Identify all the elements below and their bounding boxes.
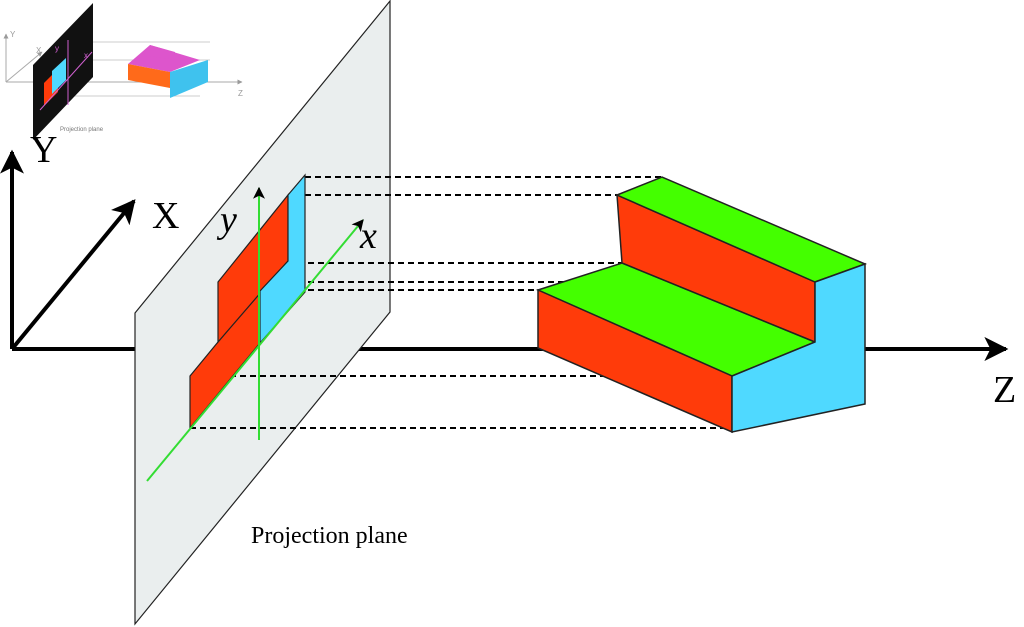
thumb-object-top — [128, 45, 200, 72]
stepped-object — [535, 176, 868, 434]
thumb-image-side — [52, 58, 66, 94]
label-axis-x: X — [152, 195, 179, 237]
thumb-x-axis — [5, 51, 43, 83]
label-image-y: y — [216, 199, 237, 241]
thumb-label-x: X — [36, 46, 42, 55]
label-image-x: x — [359, 215, 377, 257]
thumb-image-x-axis — [39, 51, 93, 111]
thumb-object-step — [150, 45, 175, 60]
label-axis-z: Z — [993, 369, 1016, 411]
projection-plane-label: Projection plane — [251, 523, 408, 549]
thumbnail-figure: Y X Z y x Projection plane — [3, 3, 243, 140]
thumb-object-front — [170, 60, 208, 98]
thumb-object-side — [128, 64, 170, 88]
projected-image — [189, 173, 306, 430]
thumb-label-y: Y — [10, 30, 16, 39]
object-side-face — [731, 262, 866, 433]
label-axis-y: Y — [30, 129, 57, 171]
thumb-label-image-x: x — [84, 51, 88, 60]
image-x-axis — [146, 219, 364, 482]
thumb-label-z: Z — [238, 89, 243, 98]
thumb-label-image-y: y — [55, 44, 59, 53]
thumb-plane-label: Projection plane — [60, 127, 104, 133]
x-axis — [10, 199, 136, 351]
